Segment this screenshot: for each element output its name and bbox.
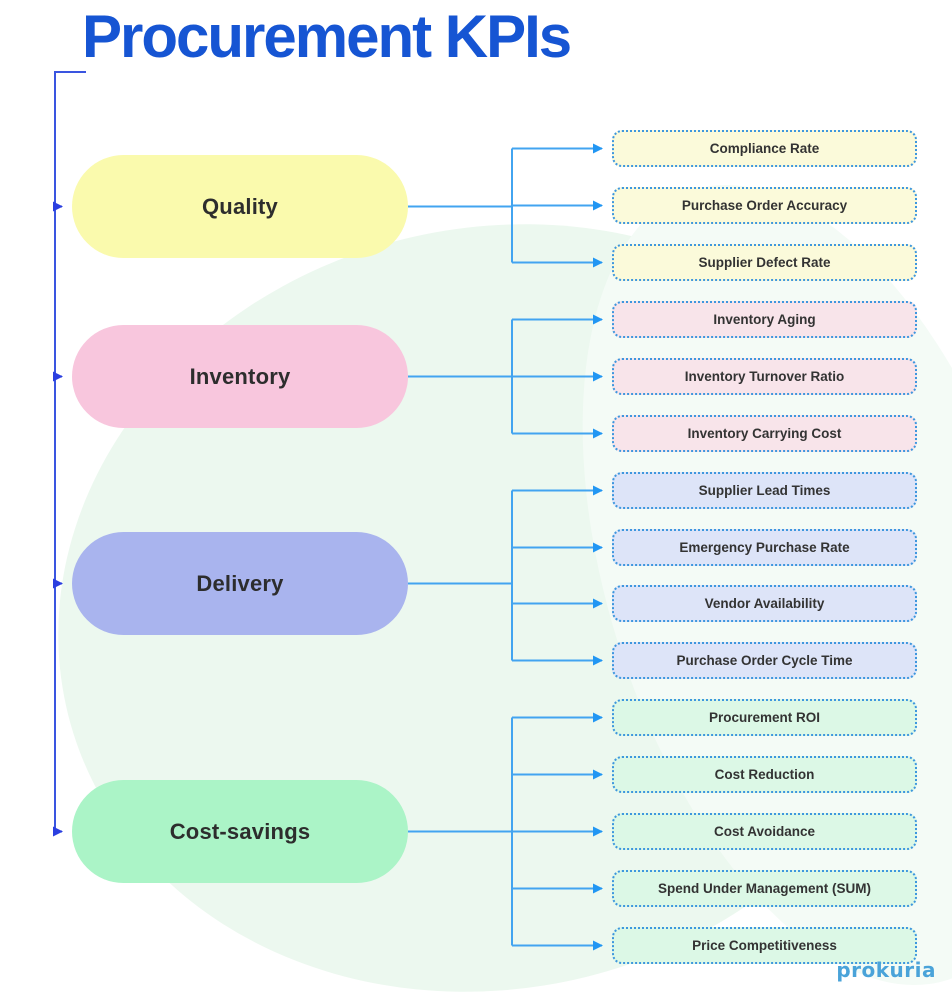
kpi-leaf-price-competitiveness: Price Competitiveness bbox=[612, 927, 917, 964]
kpi-leaf-label: Purchase Order Accuracy bbox=[681, 198, 848, 213]
kpi-leaf-vendor-availability: Vendor Availability bbox=[612, 585, 917, 622]
kpi-leaf-inventory-aging: Inventory Aging bbox=[612, 301, 917, 338]
category-pill-inventory: Inventory bbox=[72, 325, 408, 428]
kpi-leaf-label: Supplier Lead Times bbox=[698, 483, 831, 498]
category-label: Quality bbox=[202, 193, 278, 219]
kpi-leaf-cost-reduction: Cost Reduction bbox=[612, 756, 917, 793]
kpi-leaf-cost-avoidance: Cost Avoidance bbox=[612, 813, 917, 850]
category-pill-cost-savings: Cost-savings bbox=[72, 780, 408, 883]
kpi-leaf-emergency-purchase-rate: Emergency Purchase Rate bbox=[612, 529, 917, 566]
category-pill-quality: Quality bbox=[72, 155, 408, 258]
category-pill-delivery: Delivery bbox=[72, 532, 408, 635]
kpi-leaf-inventory-carrying-cost: Inventory Carrying Cost bbox=[612, 415, 917, 452]
kpi-leaf-label: Spend Under Management (SUM) bbox=[657, 881, 871, 896]
page-title: Procurement KPIs bbox=[82, 3, 572, 70]
kpi-leaf-label: Procurement ROI bbox=[708, 710, 821, 725]
kpi-leaf-spend-under-management-sum: Spend Under Management (SUM) bbox=[612, 870, 917, 907]
kpi-leaf-purchase-order-accuracy: Purchase Order Accuracy bbox=[612, 187, 917, 224]
kpi-leaf-label: Inventory Aging bbox=[713, 312, 816, 327]
kpi-leaf-label: Cost Avoidance bbox=[713, 824, 816, 839]
kpi-leaf-supplier-defect-rate: Supplier Defect Rate bbox=[612, 244, 917, 281]
kpi-leaf-label: Supplier Defect Rate bbox=[698, 255, 831, 270]
kpi-leaf-label: Inventory Carrying Cost bbox=[687, 426, 842, 441]
connector-segment bbox=[54, 71, 86, 832]
kpi-leaf-label: Purchase Order Cycle Time bbox=[676, 653, 853, 668]
kpi-leaf-procurement-roi: Procurement ROI bbox=[612, 699, 917, 736]
category-label: Delivery bbox=[196, 570, 284, 596]
category-label: Cost-savings bbox=[169, 818, 311, 844]
kpi-leaf-label: Price Competitiveness bbox=[692, 938, 837, 953]
kpi-leaf-label: Cost Reduction bbox=[714, 767, 815, 782]
kpi-leaf-label: Inventory Turnover Ratio bbox=[684, 369, 845, 384]
kpi-leaf-supplier-lead-times: Supplier Lead Times bbox=[612, 472, 917, 509]
kpi-leaf-label: Emergency Purchase Rate bbox=[679, 540, 850, 555]
kpi-leaf-purchase-order-cycle-time: Purchase Order Cycle Time bbox=[612, 642, 917, 679]
kpi-leaf-label: Compliance Rate bbox=[709, 141, 820, 156]
kpi-leaf-label: Vendor Availability bbox=[704, 596, 825, 611]
kpi-leaf-inventory-turnover-ratio: Inventory Turnover Ratio bbox=[612, 358, 917, 395]
kpi-leaf-compliance-rate: Compliance Rate bbox=[612, 130, 917, 167]
brand-logo: prokuria bbox=[836, 958, 936, 982]
category-label: Inventory bbox=[189, 363, 291, 389]
